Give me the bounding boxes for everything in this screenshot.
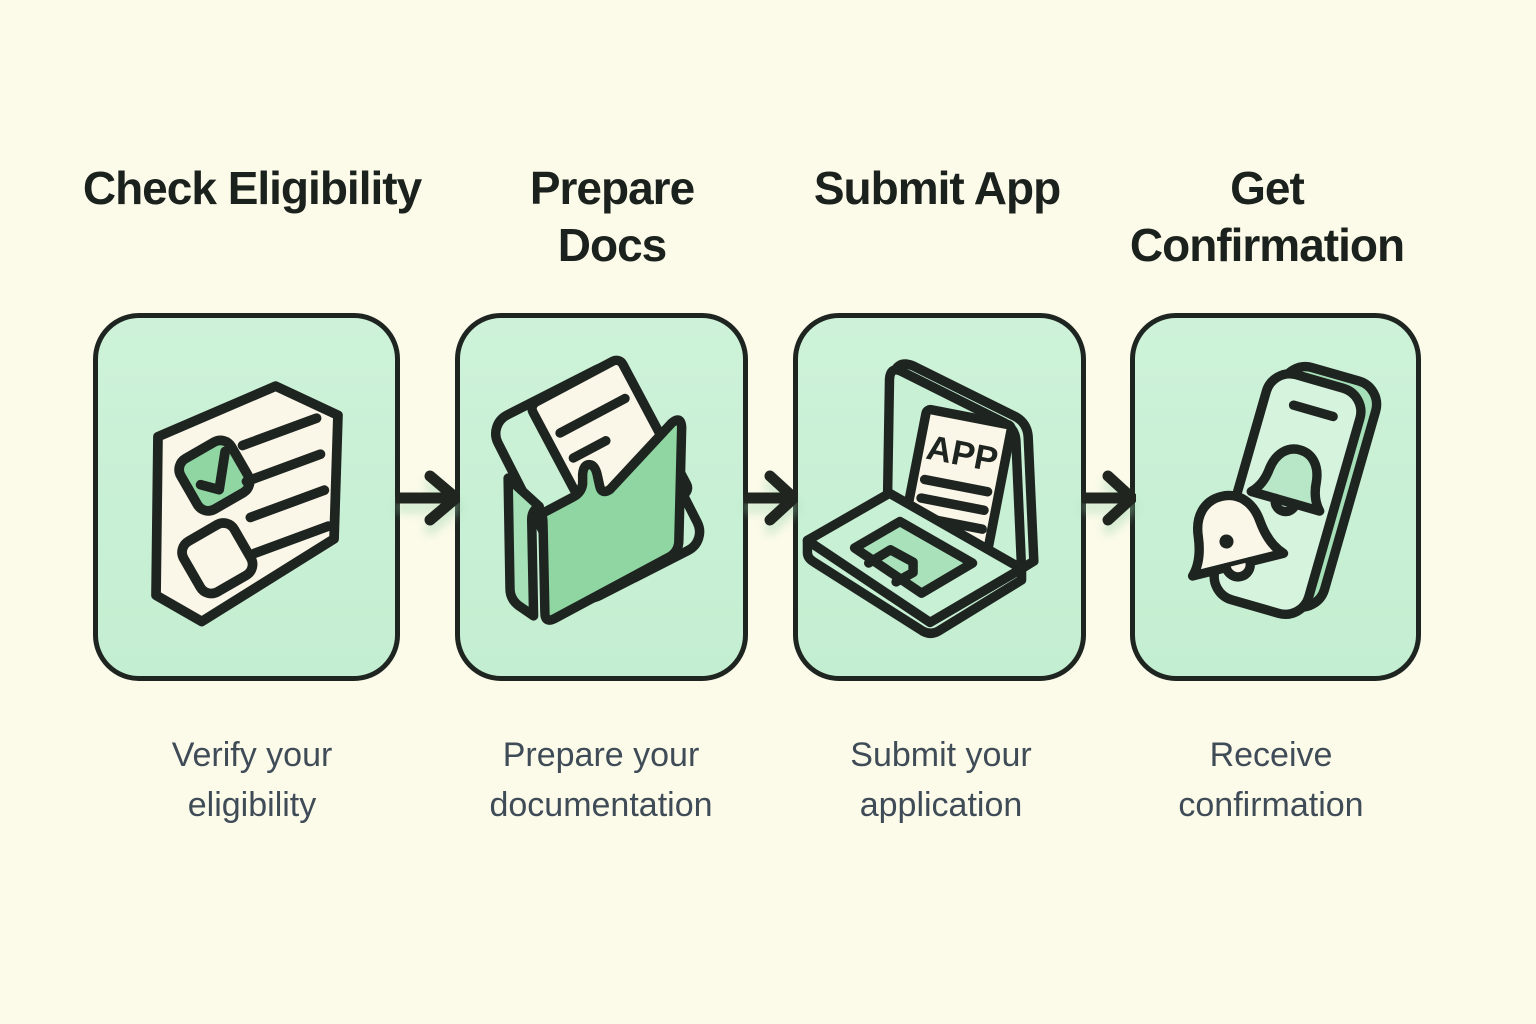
step-subtitle-submit-app: Submit your application	[850, 736, 1032, 824]
step-card-submit-app: APP	[793, 313, 1086, 681]
laptop-application-icon: APP	[802, 359, 1039, 639]
step-title-check-eligibility: Check Eligibility	[82, 162, 422, 214]
phone-notification-bell-icon	[1187, 361, 1382, 619]
step-card-prepare-docs	[455, 313, 748, 681]
step-card-get-confirmation	[1130, 313, 1421, 681]
step-subtitle-prepare-docs: Prepare your documentation	[489, 736, 713, 824]
step-title-prepare-docs: Prepare Docs	[529, 162, 695, 271]
arrow-right-icon	[396, 470, 460, 526]
step-subtitle-check-eligibility: Verify your eligibility	[171, 736, 333, 824]
step-title-get-confirmation: Get Confirmation	[1129, 162, 1405, 271]
checklist-document-icon	[151, 381, 343, 627]
step-card-check-eligibility	[93, 313, 400, 681]
arrow-right-icon	[1082, 470, 1136, 526]
folder-documents-icon	[491, 355, 705, 625]
step-subtitle-get-confirmation: Receive confirmation	[1178, 736, 1364, 824]
arrow-right-icon	[744, 470, 798, 526]
step-title-submit-app: Submit App	[813, 162, 1061, 214]
